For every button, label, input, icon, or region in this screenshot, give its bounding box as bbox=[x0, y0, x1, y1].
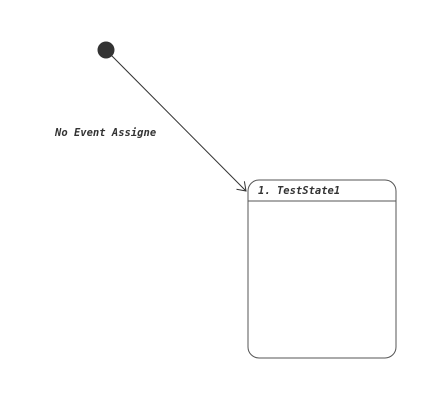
transition-label[interactable]: No Event Assigne bbox=[54, 127, 156, 139]
transition-arrowhead bbox=[236, 181, 247, 192]
transition-arrow[interactable] bbox=[110, 54, 247, 192]
state-box[interactable] bbox=[247, 179, 397, 359]
state-title: 1. TestState1 bbox=[258, 185, 340, 197]
state-testState1[interactable]: 1. TestState1 bbox=[247, 179, 397, 359]
initial-state-node[interactable] bbox=[97, 41, 115, 59]
